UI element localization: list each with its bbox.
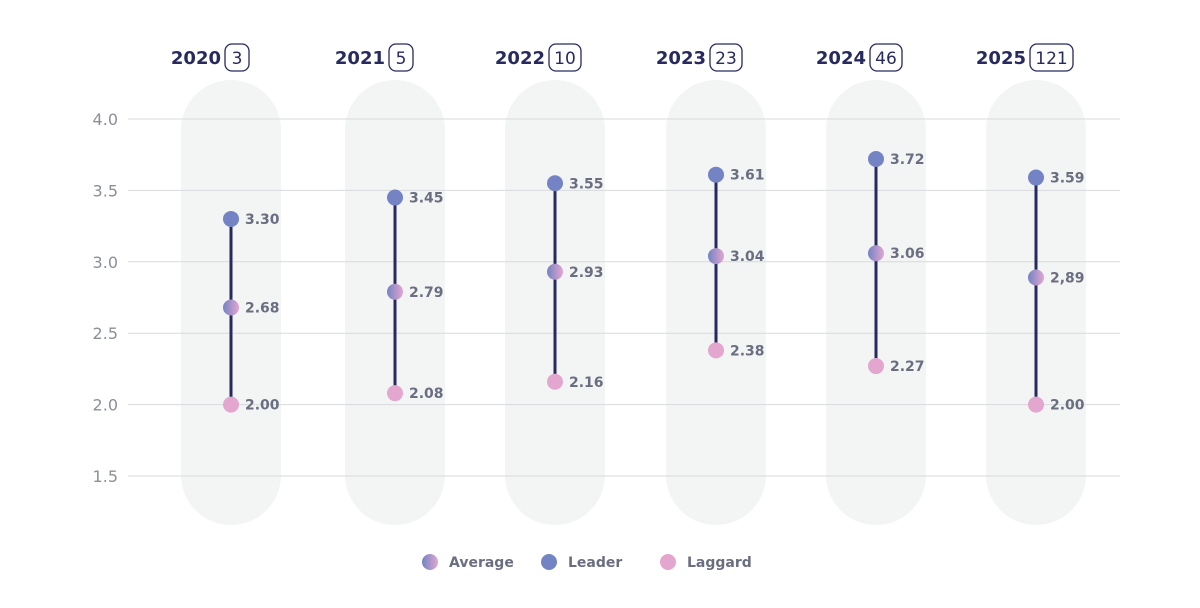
leader-point [223, 210, 239, 227]
leader-value-label: 3.30 [245, 212, 280, 228]
laggard-value-label: 2.16 [569, 375, 604, 391]
laggard-point [547, 373, 563, 390]
year-label: 2021 [335, 48, 385, 69]
leader-point [1028, 169, 1044, 186]
legend: Average Leader Laggard [422, 554, 752, 571]
column-2020: 2020 3 3.30 2.68 2.00 [171, 43, 280, 414]
average-point [387, 283, 403, 300]
laggard-point [1028, 396, 1044, 413]
column-2023: 2023 23 3.61 3.04 2.38 [656, 43, 765, 359]
average-value-label: 2.79 [409, 285, 444, 301]
column-2022: 2022 10 3.55 2.93 2.16 [495, 43, 604, 391]
count-badge [709, 43, 743, 72]
column-2025: 2025 121 3.59 2,89 2.00 [976, 43, 1085, 414]
laggard-value-label: 2.00 [245, 398, 280, 414]
count-label: 5 [396, 49, 407, 69]
leader-value-label: 3.59 [1050, 171, 1085, 187]
average-value-label: 3.04 [730, 249, 765, 265]
count-badge [548, 43, 582, 72]
y-tick-label: 2.0 [93, 396, 118, 415]
legend-item-laggard: Laggard [660, 554, 752, 571]
count-badge [388, 43, 414, 72]
legend-swatch [660, 554, 676, 570]
average-value-label: 2,89 [1050, 271, 1085, 287]
average-point [223, 299, 239, 316]
laggard-value-label: 2.38 [730, 343, 765, 359]
year-label: 2020 [171, 48, 221, 69]
legend-swatch [422, 554, 438, 570]
average-point [547, 263, 563, 280]
average-value-label: 2.68 [245, 300, 280, 316]
average-point [1028, 269, 1044, 286]
count-label: 121 [1035, 49, 1067, 69]
legend-label: Leader [568, 555, 622, 571]
y-tick-label: 2.5 [93, 324, 118, 343]
column-2021: 2021 5 3.45 2.79 2.08 [335, 43, 444, 402]
column-2024: 2024 46 3.72 3.06 2.27 [816, 43, 925, 375]
y-tick-label: 3.0 [93, 253, 118, 272]
leader-value-label: 3.45 [409, 191, 444, 207]
legend-item-leader: Leader [541, 554, 622, 571]
laggard-point [868, 358, 884, 375]
leader-value-label: 3.61 [730, 168, 765, 184]
average-point [868, 245, 884, 262]
average-point [708, 248, 724, 265]
y-tick-label: 3.5 [93, 181, 118, 200]
count-label: 10 [554, 49, 576, 69]
laggard-point [708, 342, 724, 359]
legend-label: Laggard [687, 555, 752, 571]
y-tick-label: 1.5 [93, 467, 118, 486]
leader-point [387, 189, 403, 206]
count-label: 23 [715, 49, 737, 69]
average-value-label: 2.93 [569, 265, 604, 281]
leader-value-label: 3.55 [569, 176, 604, 192]
legend-item-average: Average [422, 554, 514, 571]
laggard-point [223, 396, 239, 413]
year-label: 2022 [495, 48, 545, 69]
count-badge [1029, 43, 1074, 72]
laggard-value-label: 2.00 [1050, 398, 1085, 414]
laggard-point [387, 385, 403, 402]
leader-point [547, 175, 563, 192]
legend-swatch [541, 554, 557, 570]
leader-point [708, 166, 724, 183]
count-badge [869, 43, 903, 72]
year-label: 2023 [656, 48, 706, 69]
laggard-value-label: 2.27 [890, 359, 925, 375]
count-label: 46 [875, 49, 897, 69]
legend-label: Average [449, 555, 514, 571]
average-value-label: 3.06 [890, 246, 925, 262]
leader-value-label: 3.72 [890, 152, 925, 168]
laggard-value-label: 2.08 [409, 386, 444, 402]
leader-point [868, 150, 884, 167]
count-label: 3 [232, 49, 243, 69]
y-tick-label: 4.0 [93, 110, 118, 129]
year-label: 2025 [976, 48, 1026, 69]
count-badge [224, 43, 250, 72]
year-label: 2024 [816, 48, 866, 69]
